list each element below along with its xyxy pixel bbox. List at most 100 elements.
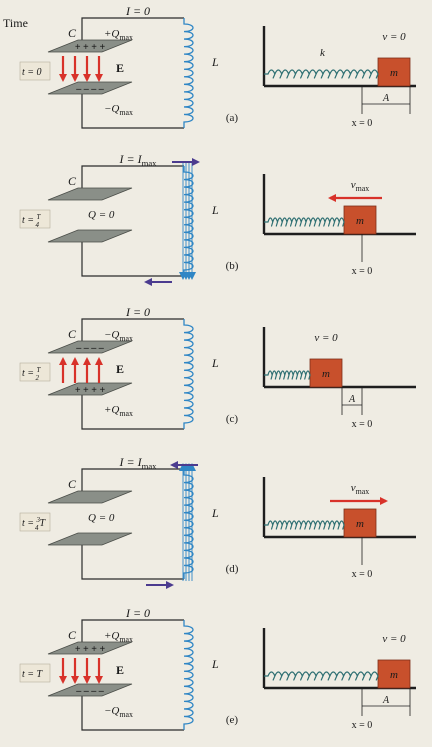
- upper-charge-label-base: −Q: [104, 329, 119, 341]
- time-prefix: t =: [22, 368, 37, 379]
- speed-label-base: v = 0: [382, 31, 406, 43]
- upper-plate: [47, 39, 133, 53]
- current-label-base: I = 0: [125, 606, 150, 620]
- spring-icon: [264, 69, 379, 79]
- spring-icon: [264, 520, 345, 530]
- time-box: [19, 209, 51, 229]
- panel-label: (d): [226, 563, 239, 575]
- mass-spring-system: m k v = 0 x = 0 A: [262, 26, 416, 129]
- speed-label-sub: max: [356, 487, 370, 496]
- spring-icon: [264, 370, 311, 380]
- current-label: I = 0: [125, 4, 150, 18]
- mass-block-icon: m: [377, 57, 411, 87]
- time-label: t = 0: [19, 61, 51, 81]
- parallel-plate-capacitor-icon: [47, 340, 133, 354]
- time-prefix: t =: [22, 215, 37, 226]
- top-wire: [81, 165, 184, 194]
- field-label: E: [116, 663, 124, 677]
- coil-path: [183, 469, 194, 579]
- current-label: I = Imax: [119, 152, 158, 168]
- field-label: E: [116, 362, 124, 376]
- equilibrium-label: x = 0: [352, 118, 373, 129]
- mass-block-icon: m: [343, 205, 377, 235]
- block-body: [377, 659, 411, 689]
- amplitude-label: A: [382, 695, 390, 706]
- mass-label: m: [390, 669, 398, 681]
- mass-block-icon: m: [343, 508, 377, 538]
- coil-inductor-icon: [183, 18, 194, 128]
- speed-label-base: v = 0: [314, 332, 338, 344]
- current-label-base: I = 0: [125, 305, 150, 319]
- upper-charge-label-base: +Q: [104, 630, 119, 642]
- amplitude-label: A: [348, 394, 356, 405]
- speed-label-base: v: [351, 179, 356, 191]
- coil-path: [183, 18, 194, 128]
- capacitor-label: C: [68, 174, 77, 188]
- time-box: [19, 512, 51, 532]
- lower-charge-label: −Qmax: [104, 705, 133, 719]
- inductor-label: L: [211, 356, 219, 370]
- time-suffix: T: [40, 518, 47, 529]
- upper-charge-label-sub: max: [119, 635, 133, 644]
- parallel-plate-capacitor-icon: [47, 39, 133, 53]
- panel-label: (a): [226, 112, 239, 124]
- center-charge-label: Q = 0: [88, 209, 115, 221]
- upper-plate: [47, 490, 133, 504]
- inductor-label: L: [211, 203, 219, 217]
- upper-charge-label-sub: max: [119, 33, 133, 42]
- bottom-wire: [81, 240, 184, 277]
- time-prefix: t =: [22, 518, 37, 529]
- spring-label: k: [320, 47, 326, 59]
- lower-plate: [47, 229, 133, 243]
- time-frac-den: 4: [35, 524, 39, 532]
- current-label: I = Imax: [119, 455, 158, 471]
- top-wire: [81, 318, 184, 347]
- mass-spring-system: m v = 0 x = 0 A: [262, 628, 416, 731]
- mass-spring-system: mv = 0x = 0A: [262, 327, 416, 430]
- lower-charge-label: +Qmax: [104, 404, 133, 418]
- top-wire: [81, 468, 184, 497]
- lower-charge-label-base: −Q: [104, 705, 119, 717]
- upper-plate: [47, 187, 133, 201]
- top-wire: [81, 619, 184, 648]
- upper-plate-signs: + + + +: [75, 42, 106, 53]
- time-box: [19, 362, 51, 382]
- time-frac-num: T: [37, 213, 42, 221]
- panel-label: (c): [226, 413, 239, 425]
- mass-block-icon: m: [309, 358, 343, 388]
- equilibrium-label: x = 0: [352, 720, 373, 731]
- spring-path: [264, 520, 345, 530]
- bottom-wire: [81, 543, 184, 580]
- current-label-base: I = I: [119, 455, 143, 469]
- spring-icon: [264, 671, 379, 681]
- coil-inductor-icon: [183, 620, 194, 730]
- coil-inductor-icon: [179, 162, 196, 280]
- time-frac-num: T: [37, 366, 42, 374]
- lower-charge-label-sub: max: [119, 108, 133, 117]
- spring-path: [264, 69, 379, 79]
- current-label-base: I = I: [119, 152, 143, 166]
- speed-label: v = 0: [382, 31, 406, 43]
- block-body: [309, 358, 343, 388]
- block-body: [377, 57, 411, 87]
- time-frac-num: 3: [36, 516, 41, 524]
- lower-plate: [47, 532, 133, 546]
- upper-charge-label: −Qmax: [104, 329, 133, 343]
- amplitude-label: A: [382, 93, 390, 104]
- spring-path: [264, 671, 379, 681]
- speed-label: v = 0: [382, 633, 406, 645]
- upper-plate: [47, 340, 133, 354]
- inductor-label: L: [211, 506, 219, 520]
- field-label: E: [116, 61, 124, 75]
